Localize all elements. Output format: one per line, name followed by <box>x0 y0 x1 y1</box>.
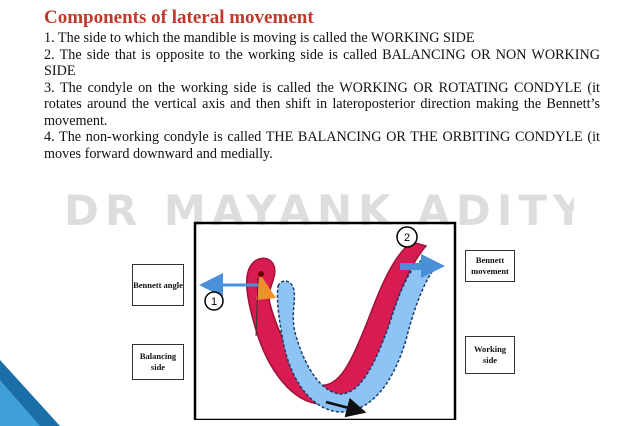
bennett-movement-label: Bennett movement <box>465 250 515 282</box>
slide-title: Components of lateral movement <box>44 7 314 28</box>
list-item: 2. The side that is opposite to the work… <box>44 46 600 80</box>
balancing-side-label: Balancing side <box>132 344 184 380</box>
list-item: 4. The non-working condyle is called THE… <box>44 129 600 162</box>
content-list: 1. The side to which the mandible is mov… <box>44 30 600 162</box>
bennett-angle-label: Bennett angle <box>132 264 184 306</box>
vertical-axis-line <box>255 277 259 337</box>
working-side-label: Working side <box>465 336 515 374</box>
rotation-center-dot <box>258 271 264 277</box>
corner-accent-shape <box>0 360 60 426</box>
list-item: 3. The condyle on the working side is ca… <box>44 79 600 129</box>
marker-two-circle <box>396 226 418 248</box>
mandible-figure: 1 2 <box>193 221 457 422</box>
bennett-angle-wedge <box>256 274 276 300</box>
list-item: 1. The side to which the mandible is mov… <box>44 30 475 46</box>
marker-one-label: 1 <box>211 296 217 308</box>
mandible-diagram: 1 2 Bennett angle Balancing side Bennett… <box>130 220 515 425</box>
marker-one-circle <box>204 291 224 311</box>
motion-arrow <box>325 397 367 418</box>
mandible-shifted-shape <box>276 259 438 413</box>
bennett-movement-bar <box>400 263 422 270</box>
marker-two-label: 2 <box>404 232 410 244</box>
